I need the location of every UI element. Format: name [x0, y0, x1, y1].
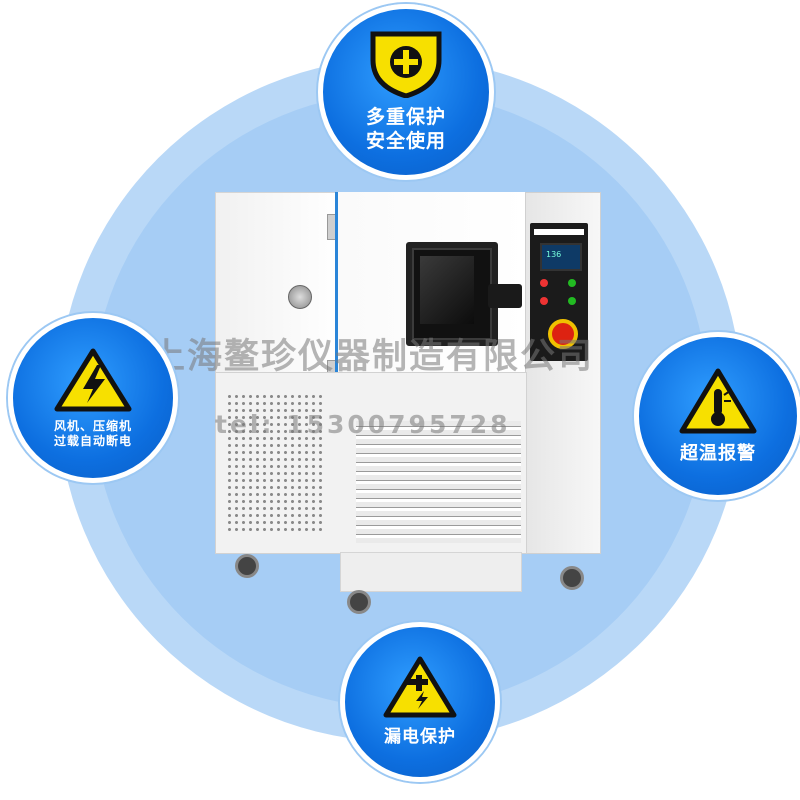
observation-window [406, 242, 498, 346]
panel-title [534, 229, 584, 235]
test-chamber-machine: 136 [215, 192, 601, 614]
badge-top-line2: 安全使用 [365, 130, 446, 152]
company-watermark: 上海鳌珍仪器制造有限公司 [150, 337, 595, 377]
control-button [568, 297, 576, 305]
badge-right-line1: 超温报警 [680, 442, 756, 464]
control-button [568, 279, 576, 287]
badge-leakage-protection: 漏电保护 [340, 622, 500, 782]
badge-multiple-protection: 多重保护 安全使用 [318, 4, 494, 180]
badge-left-line1: 风机、压缩机 [53, 419, 132, 433]
high-voltage-warning-icon [53, 347, 133, 417]
badge-overtemp-alarm: 超温报警 [634, 332, 800, 500]
door-handle [488, 284, 522, 308]
louver-vent [356, 421, 521, 543]
badge-overload-protection: 风机、压缩机 过载自动断电 [8, 313, 178, 483]
caster-wheel [347, 590, 371, 614]
base-plinth [340, 552, 522, 592]
control-side: 136 [525, 192, 601, 554]
control-button [540, 297, 548, 305]
caster-wheel [560, 566, 584, 590]
perforated-vent [226, 393, 326, 533]
control-panel: 136 [530, 223, 588, 361]
leakage-warning-icon [382, 655, 458, 723]
badge-bottom-line1: 漏电保护 [384, 727, 456, 748]
emergency-stop-button [548, 319, 578, 349]
chamber-door [335, 192, 528, 372]
port-knob [288, 285, 312, 309]
caster-wheel [235, 554, 259, 578]
tel-watermark: tel: 15300795728 [215, 410, 511, 439]
badge-top-line1: 多重保护 [365, 106, 446, 129]
chamber-lower-body [215, 372, 527, 554]
controller-display: 136 [540, 243, 582, 271]
control-button [540, 279, 548, 287]
display-value: 136 [546, 250, 562, 259]
badge-left-line2: 过载自动断电 [53, 434, 132, 448]
thermometer-warning-icon [678, 367, 758, 439]
shield-plus-icon [367, 30, 445, 102]
